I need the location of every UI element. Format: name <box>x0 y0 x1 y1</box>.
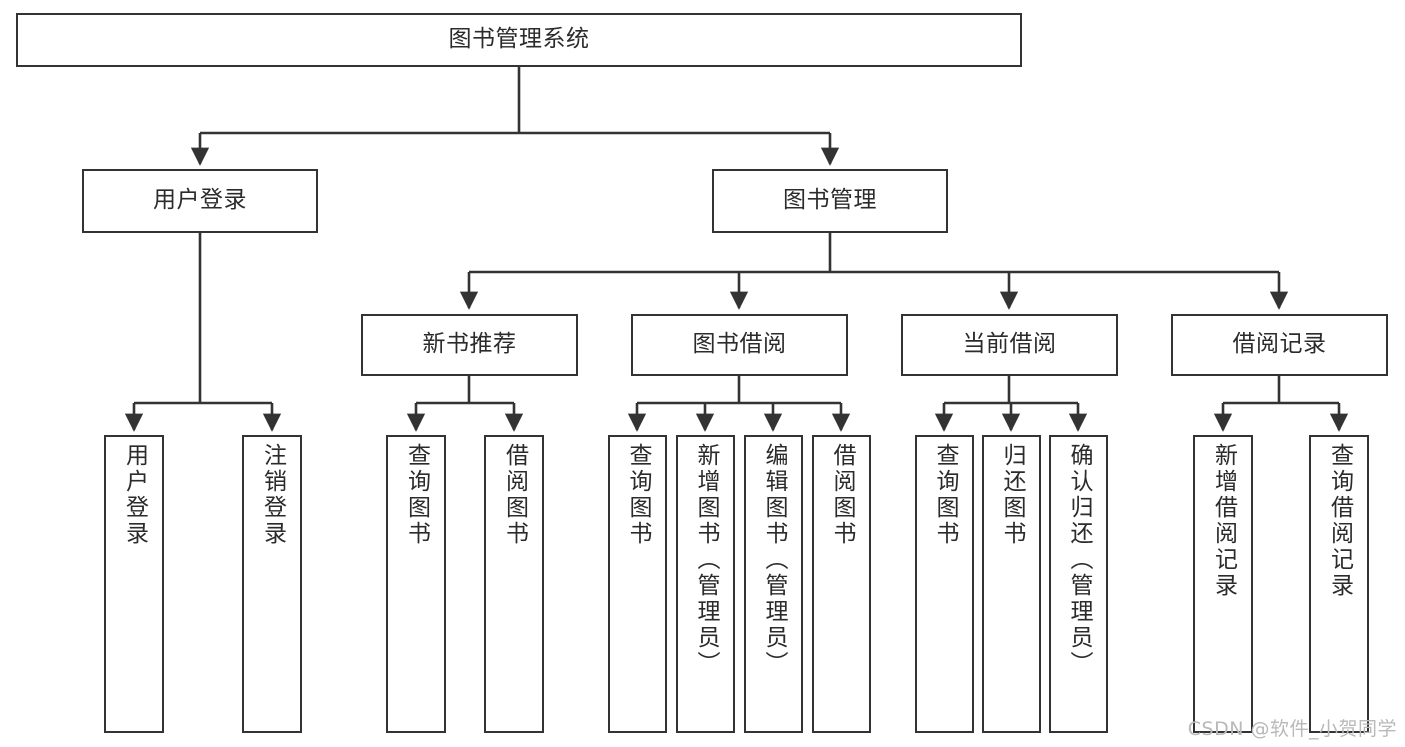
node-new-book-recommend[interactable]: 新书推荐 <box>361 314 578 376</box>
node-new-book-recommend-label: 新书推荐 <box>422 331 517 358</box>
node-book-management-label: 图书管理 <box>783 187 877 214</box>
node-leaf-add-book-label: 新增图书（管理员） <box>693 443 719 677</box>
node-book-borrow-label: 图书借阅 <box>692 331 787 358</box>
node-user-login-label: 用户登录 <box>153 187 247 214</box>
node-book-management[interactable]: 图书管理 <box>712 169 948 233</box>
node-leaf-query-borrow-record[interactable]: 查询借阅记录 <box>1309 435 1369 733</box>
node-leaf-add-borrow-record-label: 新增借阅记录 <box>1210 443 1237 599</box>
node-book-borrow[interactable]: 图书借阅 <box>631 314 848 376</box>
node-leaf-query-book-borrow-label: 查询图书 <box>625 443 651 547</box>
node-leaf-query-book-current-label: 查询图书 <box>932 443 958 547</box>
node-current-borrow-label: 当前借阅 <box>962 331 1057 358</box>
node-root-system-label: 图书管理系统 <box>448 26 590 53</box>
node-leaf-borrow-book-recommend-label: 借阅图书 <box>501 443 528 547</box>
node-user-login[interactable]: 用户登录 <box>82 169 318 233</box>
node-leaf-add-borrow-record[interactable]: 新增借阅记录 <box>1193 435 1253 733</box>
node-leaf-return-book-label: 归还图书 <box>999 443 1025 547</box>
node-leaf-borrow-book-label: 借阅图书 <box>829 443 855 547</box>
node-leaf-borrow-book-recommend[interactable]: 借阅图书 <box>484 435 544 733</box>
node-leaf-confirm-return[interactable]: 确认归还（管理员） <box>1049 435 1108 733</box>
node-leaf-query-book-borrow[interactable]: 查询图书 <box>608 435 667 733</box>
node-leaf-borrow-book[interactable]: 借阅图书 <box>812 435 871 733</box>
node-leaf-logout[interactable]: 注销登录 <box>242 435 302 733</box>
node-leaf-confirm-return-label: 确认归还（管理员） <box>1066 443 1092 677</box>
node-leaf-edit-book[interactable]: 编辑图书（管理员） <box>744 435 803 733</box>
node-leaf-user-login[interactable]: 用户登录 <box>104 435 164 733</box>
node-leaf-user-login-label: 用户登录 <box>121 443 148 547</box>
node-borrow-record[interactable]: 借阅记录 <box>1171 314 1388 376</box>
node-leaf-query-borrow-record-label: 查询借阅记录 <box>1326 443 1353 599</box>
node-borrow-record-label: 借阅记录 <box>1232 331 1327 358</box>
node-leaf-add-book[interactable]: 新增图书（管理员） <box>676 435 735 733</box>
node-leaf-query-book-current[interactable]: 查询图书 <box>915 435 974 733</box>
node-root-system[interactable]: 图书管理系统 <box>16 13 1022 67</box>
node-leaf-edit-book-label: 编辑图书（管理员） <box>761 443 787 677</box>
node-leaf-query-book-recommend-label: 查询图书 <box>403 443 430 547</box>
node-leaf-logout-label: 注销登录 <box>259 443 286 547</box>
node-leaf-query-book-recommend[interactable]: 查询图书 <box>386 435 446 733</box>
node-leaf-return-book[interactable]: 归还图书 <box>982 435 1041 733</box>
node-current-borrow[interactable]: 当前借阅 <box>901 314 1118 376</box>
